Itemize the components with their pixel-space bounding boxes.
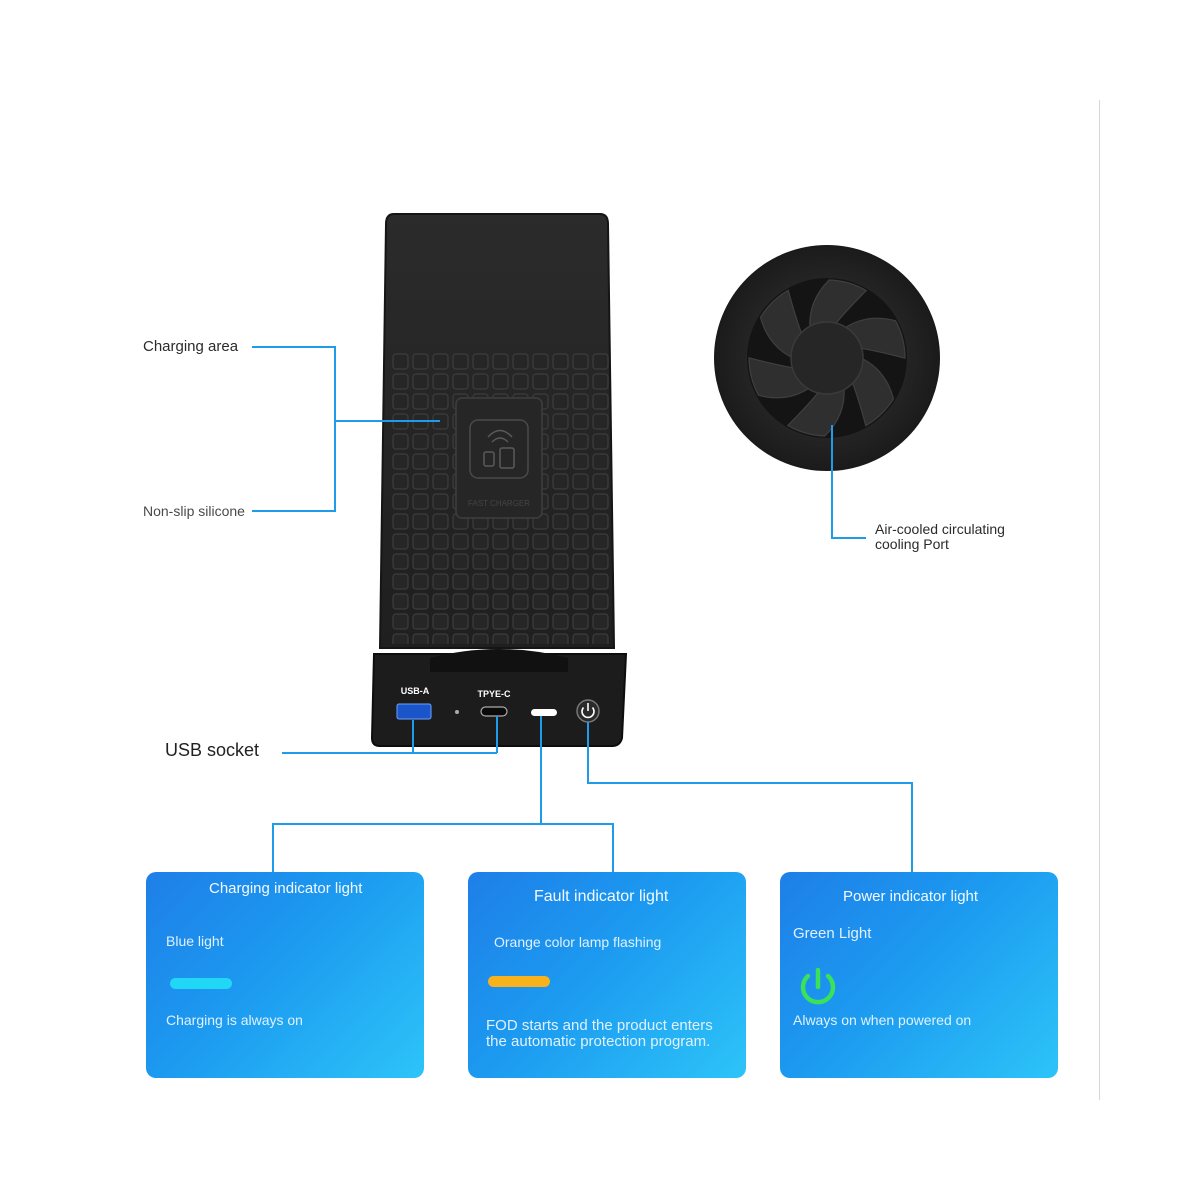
charging-area-label: Charging area — [143, 338, 239, 355]
card-description: Always on when powered on — [793, 1012, 972, 1028]
leader-lines — [252, 346, 913, 872]
card-title: Fault indicator light — [534, 888, 669, 905]
fan-blade — [843, 317, 906, 359]
usb-socket-label: USB socket — [165, 740, 260, 760]
cooling-fan — [714, 245, 940, 471]
fan-blade — [759, 289, 803, 359]
divider-line — [1099, 100, 1100, 1100]
power-icon — [800, 967, 836, 1005]
usb-a-port — [396, 703, 432, 720]
card-title: Power indicator light — [843, 888, 979, 905]
card-subtitle: Green Light — [793, 925, 872, 942]
fan-blade — [786, 386, 845, 437]
wireless-charge-icon — [483, 429, 515, 469]
cooling-port-label-line1: Air-cooled circulating — [875, 521, 1005, 537]
card-subtitle: Blue light — [166, 933, 224, 949]
base-unit: USB-A TPYE-C — [370, 649, 628, 747]
usb-c-port — [480, 706, 508, 717]
power-indicator-card: Power indicator light Green Light Always… — [780, 872, 1058, 1078]
cooling-port-label-line2: cooling Port — [875, 536, 949, 552]
svg-text:TPYE-C: TPYE-C — [477, 689, 511, 699]
cooling-port-label: Air-cooled circulating cooling Port — [875, 522, 1005, 552]
pad-label: FAST CHARGER — [468, 499, 530, 508]
non-slip-silicone-label: Non-slip silicone — [143, 503, 245, 519]
led-indicator-bar — [531, 709, 557, 716]
card-description: Charging is always on — [166, 1012, 303, 1028]
fan-blade — [851, 357, 895, 427]
fault-indicator-card: Fault indicator light Orange color lamp … — [468, 872, 746, 1078]
fan-blade — [748, 357, 811, 399]
svg-text:USB-A: USB-A — [401, 686, 430, 696]
fan-blade — [809, 279, 868, 330]
charging-coil-area — [455, 397, 543, 519]
indicator-dot — [455, 710, 459, 714]
card-title: Charging indicator light — [209, 880, 363, 897]
blue-light-indicator — [170, 978, 232, 989]
card-description: FOD starts and the product enters the au… — [486, 1017, 713, 1050]
card-subtitle: Orange color lamp flashing — [494, 934, 662, 950]
charging-pad: FAST CHARGER — [378, 213, 616, 649]
charging-indicator-card: Charging indicator light Blue light Char… — [146, 872, 424, 1078]
orange-light-indicator — [488, 976, 550, 987]
